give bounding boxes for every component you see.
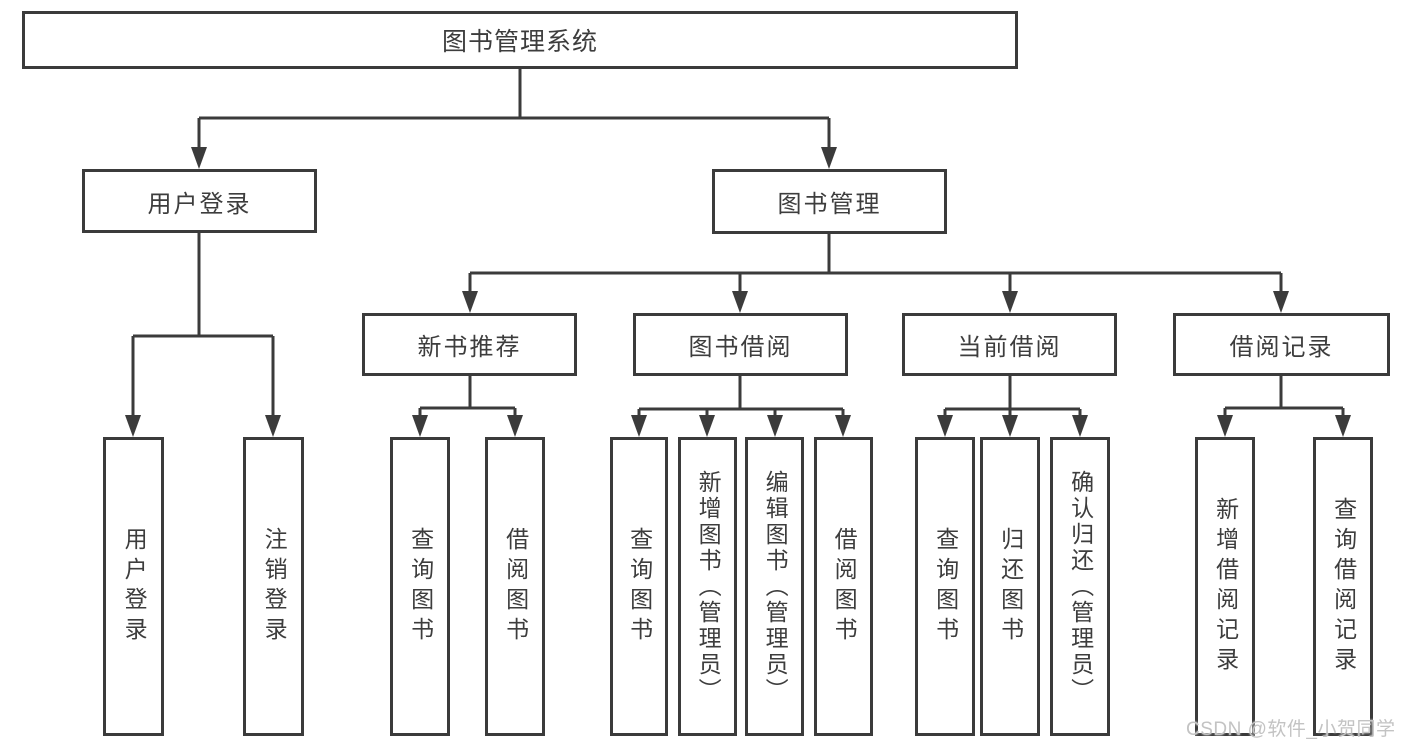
leaf-user-login: 用户登录 xyxy=(103,437,164,736)
node-book-borrowing: 图书借阅 xyxy=(633,313,848,376)
leaf-logout: 注销登录 xyxy=(243,437,304,736)
node-new-book-recommend-label: 新书推荐 xyxy=(417,334,522,361)
node-book-management-label: 图书管理 xyxy=(777,191,882,218)
leaf-add-books-admin: 新增图书（管理员） xyxy=(678,437,737,736)
leaf-user-login-label: 用户登录 xyxy=(121,526,148,647)
node-borrowing-records: 借阅记录 xyxy=(1173,313,1390,376)
leaf-query-books-recommend-label: 查询图书 xyxy=(407,526,434,647)
node-user-login-label: 用户登录 xyxy=(147,190,252,218)
leaf-query-books-current-label: 查询图书 xyxy=(932,526,959,647)
leaf-query-borrow-record: 查询借阅记录 xyxy=(1313,437,1373,736)
leaf-confirm-return-admin: 确认归还（管理员） xyxy=(1050,437,1110,736)
node-root: 图书管理系统 xyxy=(22,11,1018,69)
leaf-return-books-label: 归还图书 xyxy=(997,526,1024,647)
leaf-query-books-borrowing-label: 查询图书 xyxy=(626,526,653,647)
leaf-query-borrow-record-label: 查询借阅记录 xyxy=(1330,496,1357,677)
node-new-book-recommend: 新书推荐 xyxy=(362,313,577,376)
leaf-confirm-return-admin-label: 确认归还（管理员） xyxy=(1067,469,1094,704)
leaf-borrow-books-recommend: 借阅图书 xyxy=(485,437,545,736)
leaf-add-borrow-record-label: 新增借阅记录 xyxy=(1212,496,1239,677)
leaf-query-books-recommend: 查询图书 xyxy=(390,437,450,736)
leaf-query-books-current: 查询图书 xyxy=(915,437,975,736)
leaf-return-books: 归还图书 xyxy=(980,437,1040,736)
leaf-borrow-books-borrowing-label: 借阅图书 xyxy=(831,526,858,647)
leaf-borrow-books-recommend-label: 借阅图书 xyxy=(502,526,529,647)
leaf-add-books-admin-label: 新增图书（管理员） xyxy=(695,469,722,704)
leaf-borrow-books-borrowing: 借阅图书 xyxy=(814,437,873,736)
node-user-login: 用户登录 xyxy=(82,169,317,233)
node-root-label: 图书管理系统 xyxy=(441,28,598,56)
leaf-edit-books-admin: 编辑图书（管理员） xyxy=(745,437,804,736)
watermark: CSDN @软件_小贺同学 xyxy=(1186,719,1396,740)
node-book-borrowing-label: 图书借阅 xyxy=(688,334,793,361)
node-current-borrowing-label: 当前借阅 xyxy=(957,334,1062,361)
leaf-edit-books-admin-label: 编辑图书（管理员） xyxy=(762,469,789,704)
leaf-query-books-borrowing: 查询图书 xyxy=(610,437,668,736)
node-borrowing-records-label: 借阅记录 xyxy=(1229,334,1334,361)
leaf-add-borrow-record: 新增借阅记录 xyxy=(1195,437,1255,736)
leaf-logout-label: 注销登录 xyxy=(261,526,288,647)
node-current-borrowing: 当前借阅 xyxy=(902,313,1117,376)
node-book-management: 图书管理 xyxy=(712,169,947,234)
